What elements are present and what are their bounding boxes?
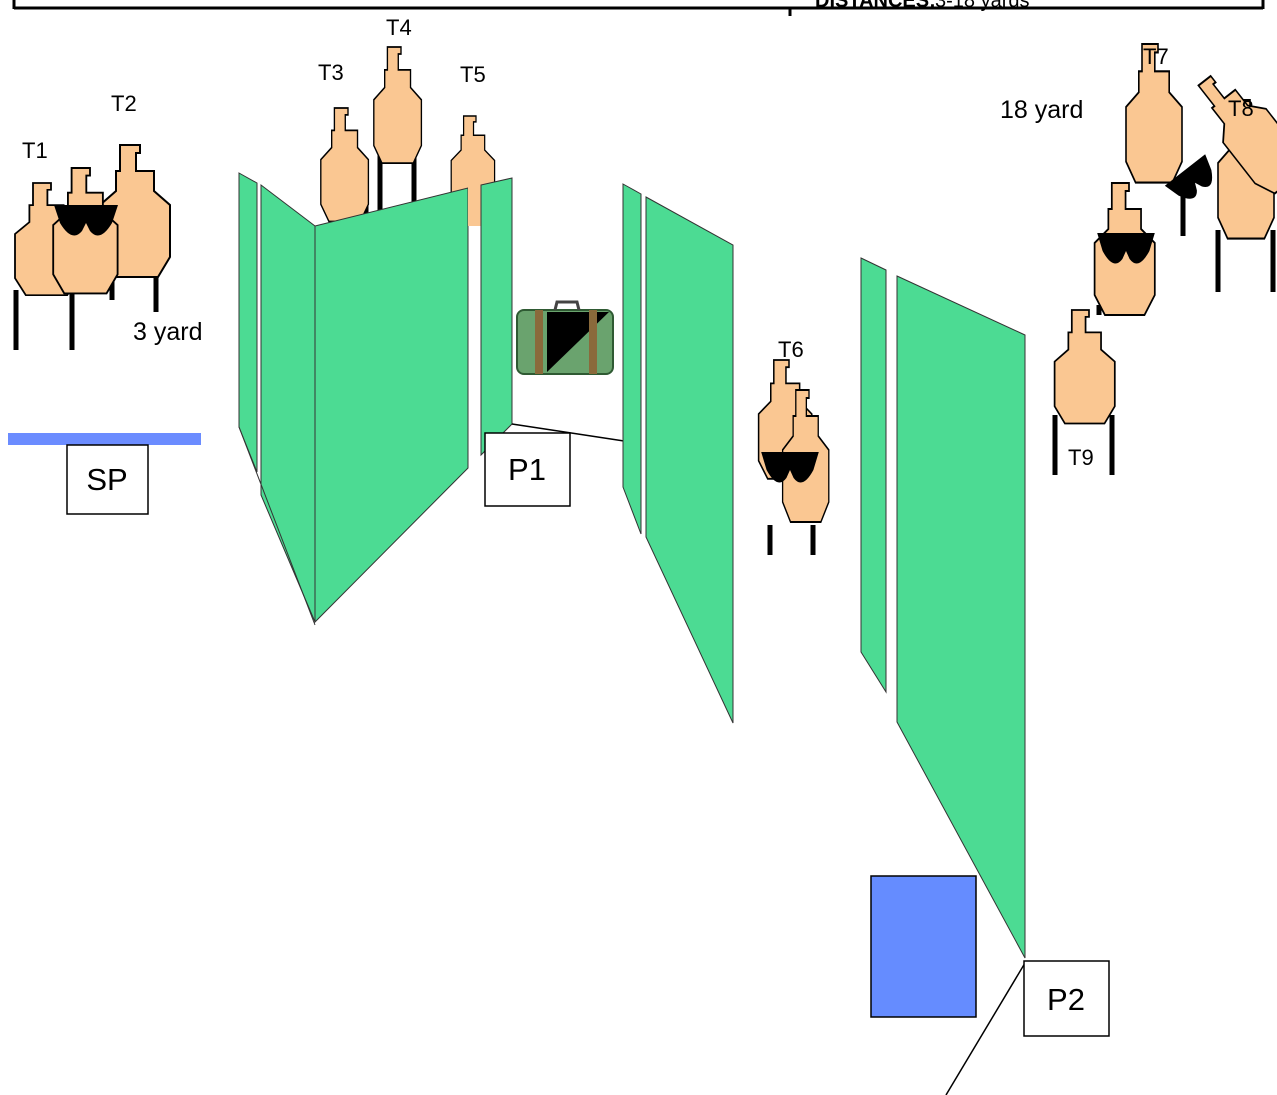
label-t4: T4 — [386, 15, 412, 40]
no-shoot-target-1 — [52, 167, 119, 295]
target-group-t1-t2: T1 T2 — [13, 91, 171, 350]
near-distance-label: 3 yard — [133, 318, 202, 346]
suitcase-icon — [516, 300, 614, 375]
target-group-t6: T6 — [757, 337, 830, 555]
barrel-block — [870, 875, 977, 1018]
label-p1: P1 — [508, 452, 546, 487]
target-group-t3-t5: T3 T4 T5 — [318, 15, 496, 225]
label-sp: SP — [86, 462, 127, 497]
wall-middle — [622, 183, 734, 724]
target-group-t9: T9 — [1052, 309, 1116, 475]
target-t4 — [372, 46, 423, 165]
distances-value: 3-18 yards — [935, 0, 1030, 12]
far-distance-label: 18 yard — [1000, 96, 1083, 124]
wall-left-2 — [314, 177, 513, 624]
header-frame: DISTANCES: 3-18 yards — [12, 0, 1265, 16]
p2-line — [945, 962, 1026, 1095]
start-position-box: SP — [66, 444, 149, 515]
target-t3 — [319, 107, 370, 223]
label-t2: T2 — [111, 91, 137, 116]
target-t9 — [1053, 309, 1116, 425]
label-t9: T9 — [1068, 445, 1094, 470]
label-t7: T7 — [1143, 44, 1169, 69]
target-group-t7-t8: T7 T8 — [1096, 42, 1277, 315]
label-t5: T5 — [460, 62, 486, 87]
label-t6: T6 — [778, 337, 804, 362]
label-t8: T8 — [1228, 96, 1254, 121]
label-t3: T3 — [318, 60, 344, 85]
position-p2-box: P2 — [1023, 960, 1110, 1037]
label-t1: T1 — [22, 138, 48, 163]
position-p1-box: P1 — [484, 432, 571, 507]
wall-right — [860, 257, 1026, 959]
label-p2: P2 — [1047, 982, 1085, 1017]
start-fault-line — [8, 433, 201, 445]
wall-left-1 — [238, 172, 316, 626]
distances-label: DISTANCES: — [815, 0, 936, 12]
no-shoot-group-right — [1093, 182, 1156, 316]
